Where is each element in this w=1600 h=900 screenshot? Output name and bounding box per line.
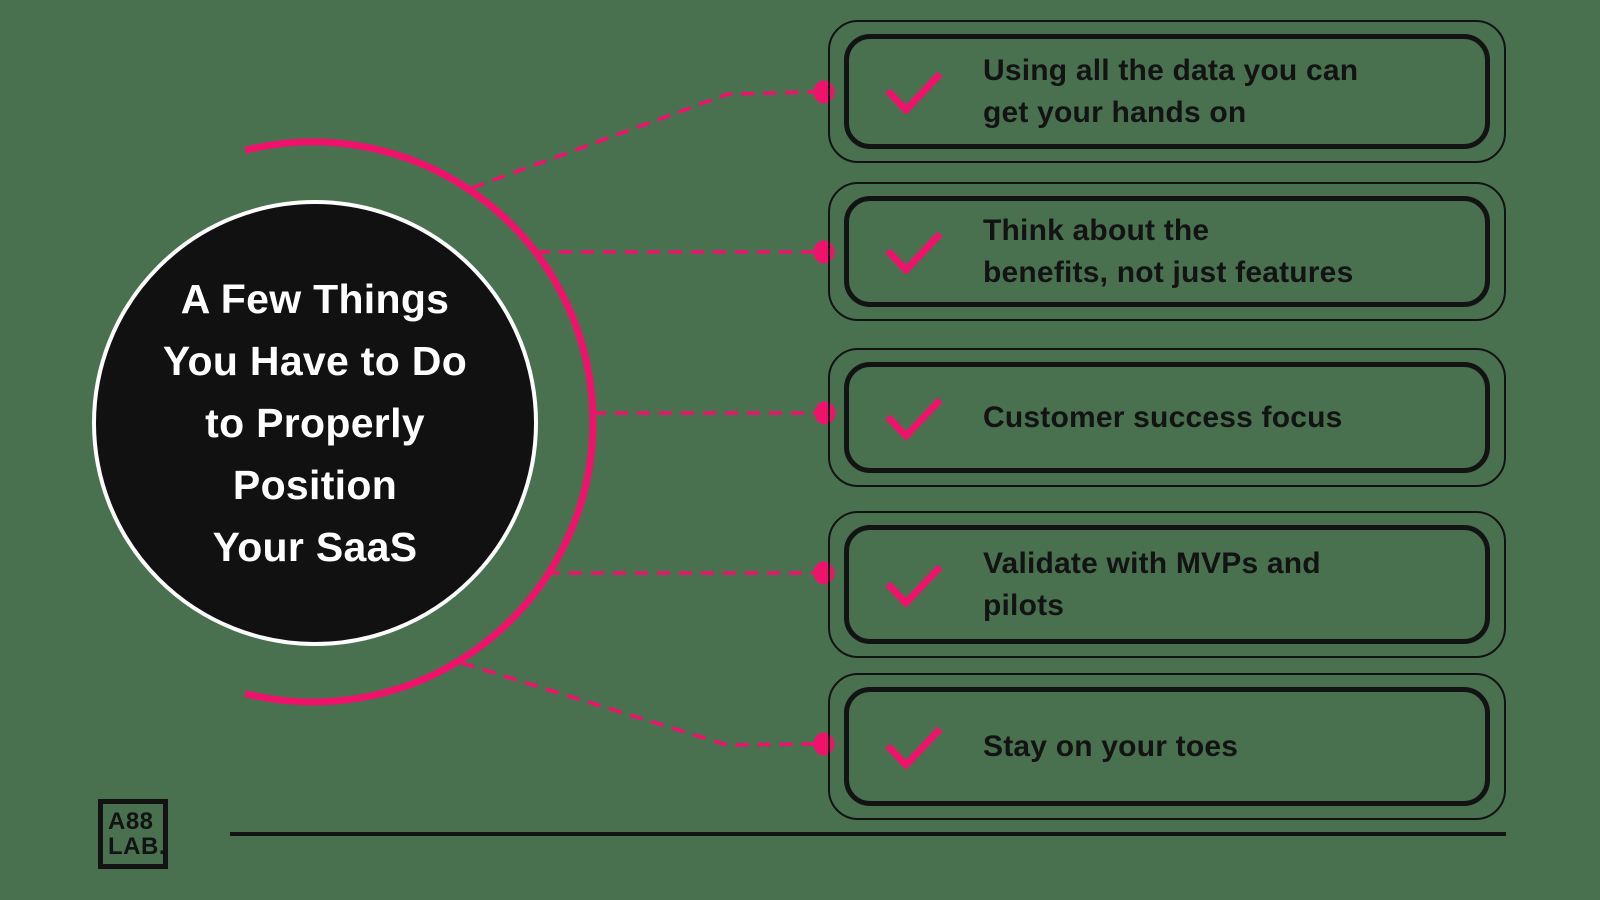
item-label-line: Validate with MVPs and: [983, 546, 1321, 580]
a88lab-logo: A88 LAB.: [98, 799, 168, 869]
title-line: Position: [232, 462, 398, 508]
logo-line: A88: [108, 808, 154, 835]
title-line: You Have to Do: [162, 338, 468, 384]
item-label-line: Think about the: [983, 213, 1210, 247]
item-box-3-inner: Customer success focus: [844, 362, 1490, 473]
title-line: Your SaaS: [212, 524, 418, 570]
connector-dot-3: [814, 401, 836, 425]
item-label-line: Using all the data you can: [983, 53, 1359, 87]
page-title: A Few Things You Have to Do to Properly …: [163, 268, 467, 578]
item-label: Validate with MVPs and pilots: [983, 543, 1321, 627]
check-icon: [885, 397, 943, 440]
item-label: Think about the benefits, not just featu…: [983, 210, 1353, 294]
item-box-1: Using all the data you can get your hand…: [828, 20, 1506, 163]
title-line: to Properly: [205, 400, 425, 446]
item-box-2-inner: Think about the benefits, not just featu…: [844, 196, 1490, 307]
logo-line: LAB.: [108, 833, 166, 860]
decorative-arc: [244, 138, 597, 706]
item-box-3: Customer success focus: [828, 348, 1506, 487]
item-label-line: Stay on your toes: [983, 729, 1239, 763]
item-label-line: get your hands on: [983, 95, 1247, 129]
connector-line-5: [461, 661, 817, 747]
item-box-5-inner: Stay on your toes: [844, 687, 1490, 806]
title-line: A Few Things: [180, 276, 450, 322]
item-box-2: Think about the benefits, not just featu…: [828, 182, 1506, 321]
item-label-line: benefits, not just features: [983, 255, 1354, 289]
item-label-line: pilots: [983, 588, 1065, 622]
footer-divider: [230, 832, 1506, 836]
item-label-line: Customer success focus: [983, 400, 1343, 434]
item-label: Using all the data you can get your hand…: [983, 50, 1358, 134]
check-icon: [885, 71, 943, 114]
check-icon: [885, 564, 943, 607]
item-box-4-inner: Validate with MVPs and pilots: [844, 525, 1490, 644]
check-icon: [885, 231, 943, 274]
check-icon: [885, 726, 943, 769]
title-circle: A Few Things You Have to Do to Properly …: [92, 200, 538, 646]
item-box-4: Validate with MVPs and pilots: [828, 511, 1506, 658]
item-label: Stay on your toes: [983, 726, 1238, 768]
item-label: Customer success focus: [983, 397, 1343, 439]
item-box-5: Stay on your toes: [828, 673, 1506, 820]
item-box-1-inner: Using all the data you can get your hand…: [844, 34, 1490, 149]
connector-line-1: [471, 90, 817, 190]
